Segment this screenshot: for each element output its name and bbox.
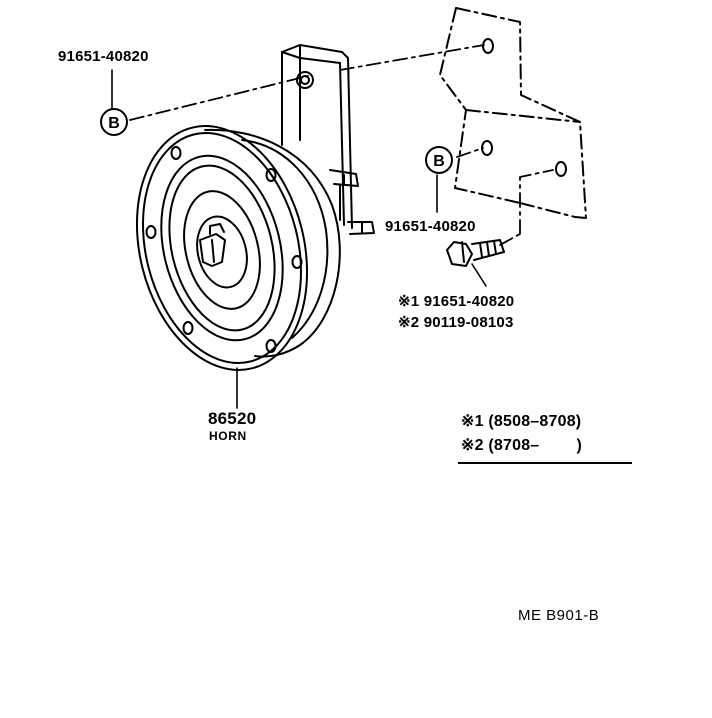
- bracket-hole-lower: [555, 161, 567, 177]
- part-number-bolt-upper: 91651-40820: [58, 48, 149, 65]
- side-bolt: [446, 239, 505, 267]
- alignment-lines: [129, 44, 554, 246]
- diagram-reference-code: ME B901-B: [518, 607, 600, 624]
- bracket-hole-upper: [482, 38, 494, 54]
- legend-mark-1: 1: [474, 413, 484, 430]
- part-number-side-bolt-1: 91651-40820: [423, 293, 515, 310]
- svg-text:B: B: [433, 153, 445, 170]
- legend-underline: [458, 462, 632, 464]
- mark-1-number: 1: [410, 293, 420, 310]
- mark-2-row: ※2 90119-08103: [398, 314, 514, 331]
- part-number-bolt-lower: 91651-40820: [385, 218, 476, 235]
- stay-bolt-hole-inner: [300, 75, 310, 85]
- horn-terminals: [329, 169, 375, 235]
- mounting-bracket: [439, 7, 587, 219]
- legend-range-2: (8708– ): [488, 437, 583, 454]
- horn-body: [135, 125, 341, 371]
- mark-1-row: ※1 91651-40820: [398, 293, 514, 310]
- legend-row-1: ※1 (8508–8708): [461, 413, 581, 430]
- mark-symbol: ※: [398, 314, 411, 331]
- leader-lines: [111, 69, 487, 409]
- legend-mark-2: 2: [474, 437, 484, 454]
- part-number-horn: 86520: [208, 409, 257, 428]
- center-stud: [199, 223, 226, 267]
- mark-2-number: 2: [410, 314, 420, 331]
- mark-symbol: ※: [398, 293, 411, 310]
- circle-b-marker-left: B: [100, 108, 128, 136]
- horn-stay: [281, 44, 353, 229]
- flange-holes: [145, 146, 303, 353]
- stay-bolt-hole: [296, 71, 314, 89]
- legend-range-1: (8508–8708): [488, 413, 582, 430]
- legend-row-2: ※2 (8708– ): [461, 437, 582, 454]
- part-number-side-bolt-2: 90119-08103: [423, 314, 514, 331]
- part-name-horn: HORN: [209, 429, 247, 443]
- svg-text:B: B: [108, 115, 120, 132]
- circle-b-marker-right: B: [425, 146, 453, 174]
- mark-symbol: ※: [461, 437, 475, 454]
- mark-symbol: ※: [461, 413, 475, 430]
